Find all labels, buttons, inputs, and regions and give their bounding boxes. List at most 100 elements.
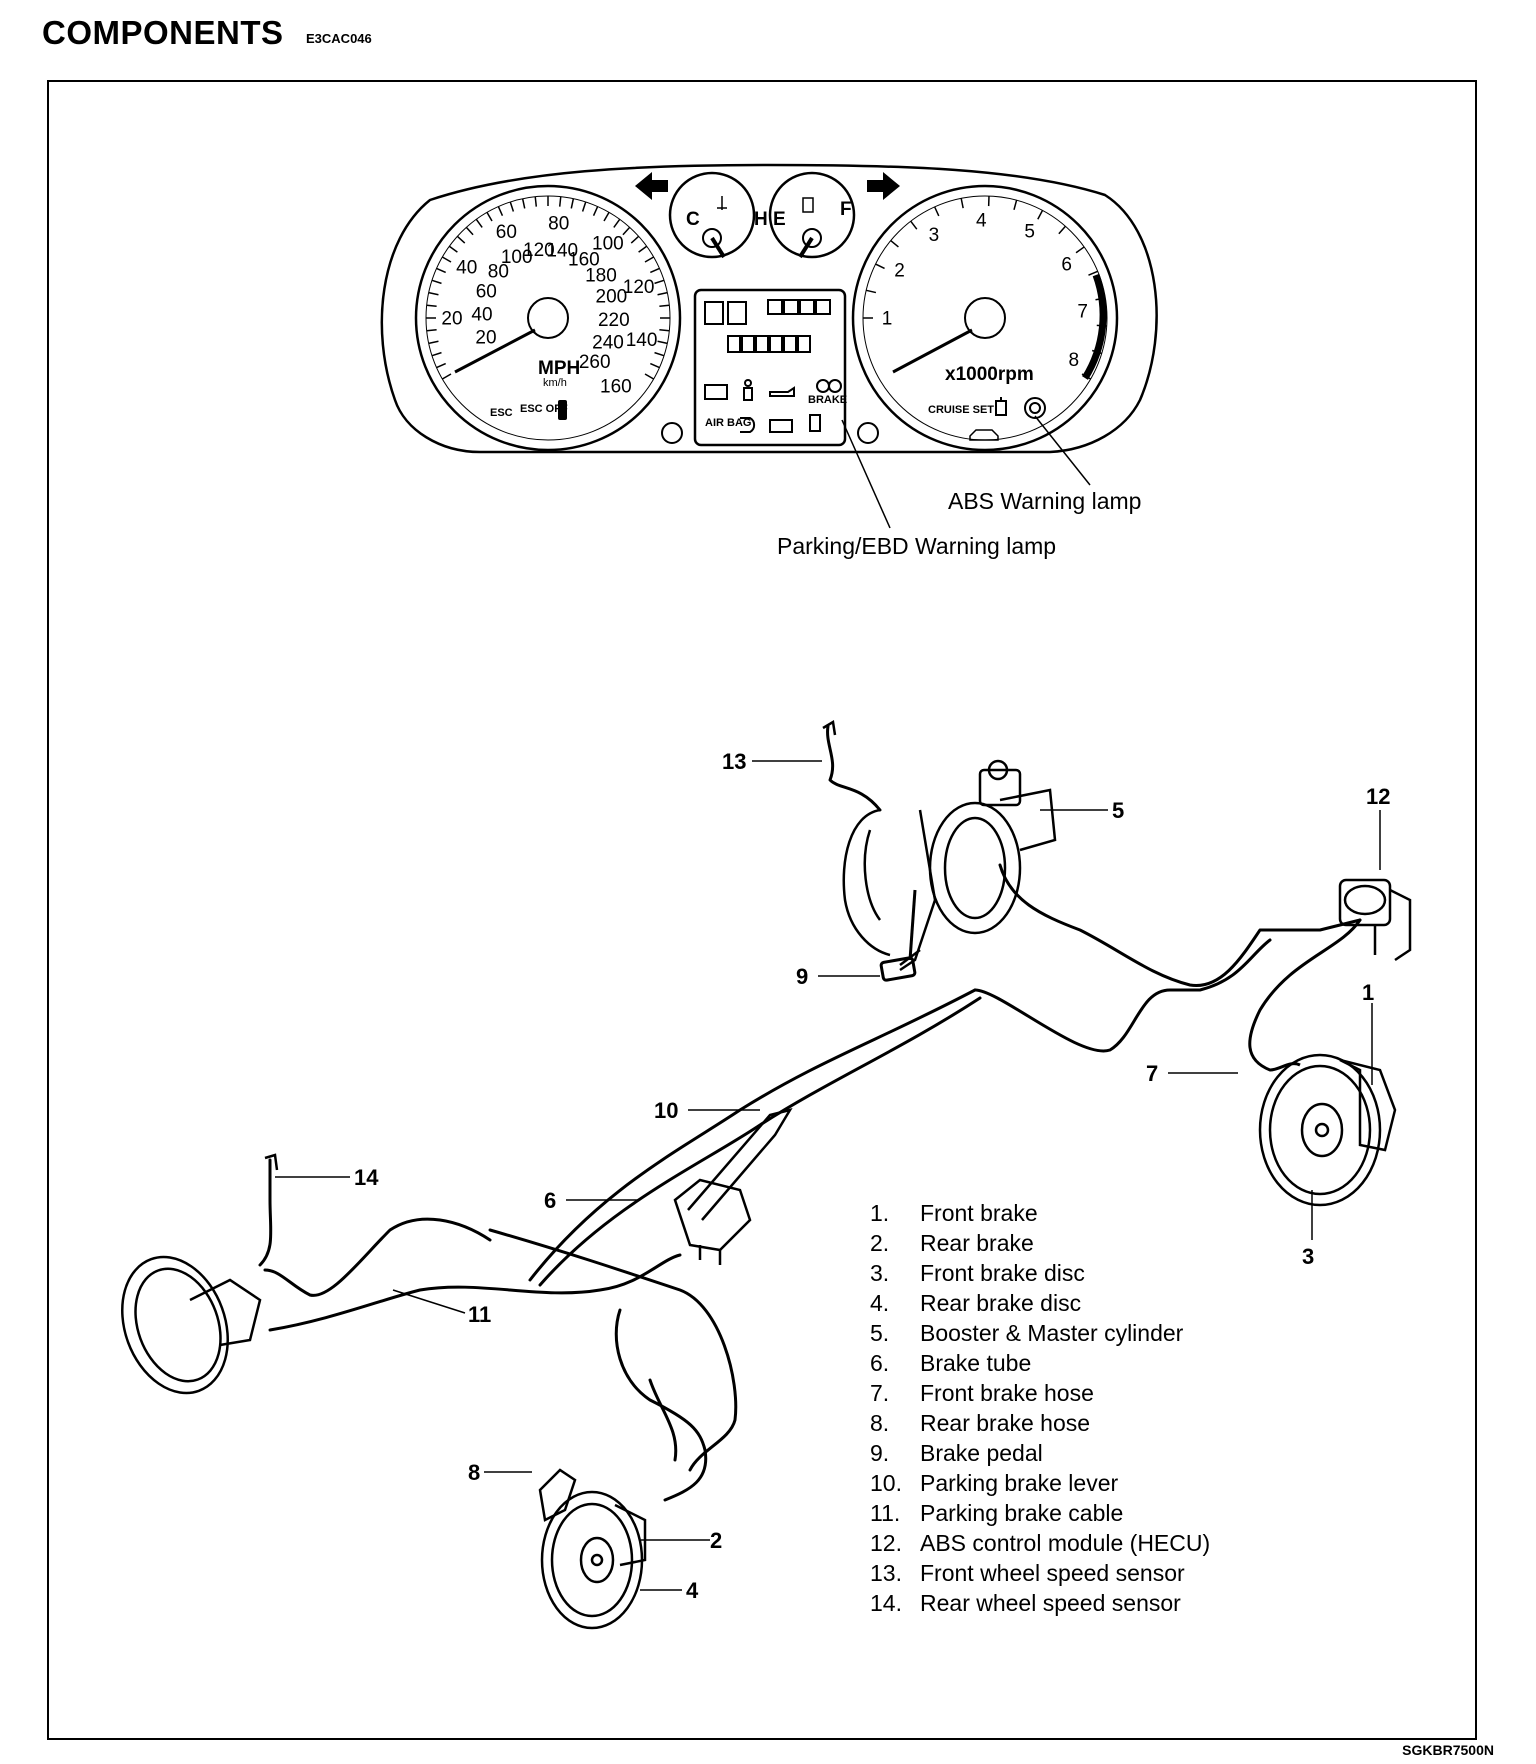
temp-h-label: H (754, 209, 768, 230)
parking-brake-lever (673, 1108, 793, 1265)
gauge-tick (657, 291, 668, 296)
legend-item: 14.Rear wheel speed sensor (870, 1588, 1210, 1618)
tachometer-hub (964, 297, 1006, 339)
brake-warning-icon (816, 379, 842, 393)
legend-item: 12. ABS control module (HECU) (870, 1528, 1210, 1558)
callout-14: 14 (354, 1165, 379, 1190)
check-engine-icon (769, 419, 793, 433)
gauge-label: 6 (1061, 254, 1072, 275)
legend-item-number: 13. (870, 1560, 902, 1586)
callout-13: 13 (722, 749, 746, 774)
gauge-label: 8 (1069, 350, 1080, 371)
gauge-tick (592, 206, 599, 216)
legend-item-label: Rear brake hose (920, 1410, 1091, 1436)
brake-label: BRAKE (808, 394, 847, 406)
gauge-label: 40 (456, 258, 477, 279)
gauge-tick (431, 351, 442, 357)
gauge-label: 160 (600, 377, 632, 398)
gauge-tick (436, 362, 446, 369)
gauge-label: 3 (929, 225, 940, 246)
gauge-tick (659, 328, 670, 332)
abs-lamp-label: ABS Warning lamp (948, 488, 1141, 514)
gauge-tick (534, 196, 538, 207)
gauge-tick (441, 373, 452, 380)
callout-12: 12 (1366, 784, 1390, 809)
speedometer-needle (454, 328, 536, 374)
cluster-bezel (380, 163, 1158, 454)
gauge-tick (428, 291, 439, 296)
legend-item: 9.Brake pedal (870, 1438, 1210, 1468)
abs-lamp-leader (1034, 415, 1091, 486)
gauge-tick (428, 340, 439, 345)
esc-label: ESC (490, 407, 513, 419)
gauge-tick (866, 289, 877, 294)
legend-item-number: 8. (870, 1410, 890, 1436)
gauge-tick (644, 256, 655, 263)
front-brake-caliper (1339, 1058, 1397, 1152)
coolant-temp-icon (717, 196, 727, 210)
legend-item: 4.Rear brake disc (870, 1288, 1210, 1318)
callout-5: 5 (1112, 798, 1124, 823)
temp-c-label: C (686, 209, 700, 230)
legend-item-number: 7. (870, 1380, 890, 1406)
gauge-tick (650, 362, 660, 369)
legend-item-number: 3. (870, 1260, 890, 1286)
odometer-display (704, 299, 831, 353)
gauge-tick (933, 206, 940, 217)
gauge-tick (581, 201, 587, 212)
gauge-label: 120 (523, 240, 555, 261)
headlamp-icon (740, 417, 756, 433)
abs-control-module (1338, 878, 1412, 962)
fuel-low-icon (809, 414, 821, 432)
callout-leaders (275, 760, 1381, 1591)
legend-item-label: Booster & Master cylinder (920, 1320, 1184, 1346)
legend-item: 7.Front brake hose (870, 1378, 1210, 1408)
gauge-tick (1075, 246, 1085, 254)
cruise-label: CRUISE SET (928, 404, 994, 416)
gauge-tick (960, 198, 964, 209)
gauge-tick (456, 235, 466, 244)
gauge-tick (654, 279, 665, 285)
gauge-tick (431, 279, 442, 285)
document-code: E3CAC046 (306, 31, 372, 46)
callout-1: 1 (1362, 980, 1374, 1005)
rear-wheel-speed-sensor (264, 1153, 279, 1171)
callout-6: 6 (544, 1188, 556, 1213)
gauge-tick (603, 211, 610, 222)
rear-brake-hose (538, 1468, 577, 1522)
gauge-tick (448, 245, 458, 253)
legend-item-label: Brake tube (920, 1350, 1032, 1376)
gauge-tick (630, 235, 640, 244)
tachometer-needle (892, 328, 973, 374)
center-display: BRAKE AIR BAG (693, 288, 847, 447)
legend-item-number: 12. (870, 1530, 902, 1556)
gauge-tick (521, 198, 526, 209)
left-turn-signal-icon (635, 172, 668, 200)
callout-10: 10 (654, 1098, 678, 1123)
legend-item-number: 9. (870, 1440, 890, 1466)
gauge-tick (1013, 199, 1018, 211)
legend-item-number: 4. (870, 1290, 890, 1316)
legend-item-label: Rear brake (920, 1230, 1034, 1256)
page-title: COMPONENTS (42, 14, 284, 51)
gauge-tick (570, 198, 575, 209)
callout-8: 8 (468, 1460, 480, 1485)
legend-item-label: ABS control module (HECU) (920, 1530, 1211, 1556)
gauge-label: 80 (488, 262, 509, 283)
gauge-label: 1 (882, 309, 893, 330)
callout-11: 11 (468, 1302, 491, 1327)
speedometer-hub (527, 297, 569, 339)
brake-pedal (879, 889, 917, 982)
legend-item: 2.Rear brake (870, 1228, 1210, 1258)
seatbelt-icon (743, 379, 753, 401)
gauge-label: 80 (548, 213, 569, 234)
gauge-tick (613, 218, 621, 228)
legend-item-label: Front brake disc (920, 1260, 1085, 1286)
callout-numbers: 1 2 3 4 5 6 7 8 9 10 11 12 13 14 (354, 749, 1390, 1603)
gauge-tick (426, 328, 437, 332)
esc-icon (558, 400, 567, 420)
gauge-tick (497, 206, 504, 216)
